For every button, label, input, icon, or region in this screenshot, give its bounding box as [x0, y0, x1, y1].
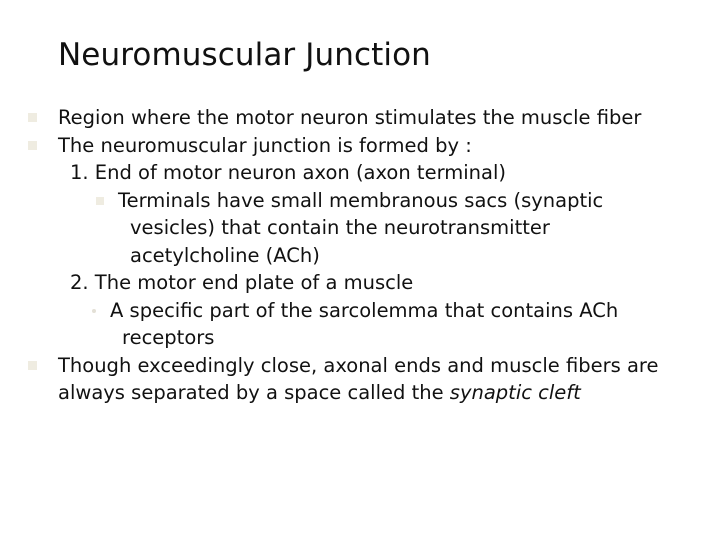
list-item-label: A specific part of the sarcolemma that c…	[110, 298, 619, 322]
list-item-label: The neuromuscular junction is formed by …	[58, 133, 472, 157]
list-item-label: receptors	[122, 326, 215, 349]
list-item-continuation: vesicles) that contain the neurotransmit…	[26, 214, 696, 242]
list-item-continuation: acetylcholine (ACh)	[26, 242, 696, 270]
list-item-label: 2. The motor end plate of a muscle	[70, 271, 414, 294]
square-bullet-icon	[28, 113, 37, 122]
list-item-label-emphasis: synaptic cleft	[449, 381, 581, 404]
list-item: Region where the motor neuron stimulates…	[26, 104, 696, 132]
square-bullet-icon	[28, 140, 37, 150]
list-item-label: vesicles) that contain the neurotransmit…	[130, 216, 550, 239]
list-item-label: always separated by a space called the	[58, 381, 450, 404]
list-item-numbered: 1. End of motor neuron axon (axon termin…	[26, 159, 696, 187]
list-item: Though exceedingly close, axonal ends an…	[26, 352, 696, 380]
square-bullet-icon	[28, 360, 37, 370]
list-item-label: Terminals have small membranous sacs (sy…	[118, 188, 604, 212]
list-item-label: 1. End of motor neuron axon (axon termin…	[70, 161, 506, 184]
list-item-label: Though exceedingly close, axonal ends an…	[58, 353, 659, 377]
list-item-continuation: receptors	[26, 324, 696, 352]
slide-body: Region where the motor neuron stimulates…	[26, 104, 696, 407]
list-item-label: acetylcholine (ACh)	[130, 243, 320, 267]
page-title: Neuromuscular Junction	[58, 37, 431, 73]
list-item-label: Region where the motor neuron stimulates…	[58, 106, 642, 129]
list-item-continuation: always separated by a space called the s…	[26, 379, 696, 407]
list-item-numbered: 2. The motor end plate of a muscle	[26, 269, 696, 297]
list-item: Terminals have small membranous sacs (sy…	[26, 187, 696, 215]
square-bullet-icon	[96, 196, 104, 205]
list-item: The neuromuscular junction is formed by …	[26, 132, 696, 160]
dot-bullet-icon	[92, 308, 96, 313]
list-item: A specific part of the sarcolemma that c…	[26, 297, 696, 325]
